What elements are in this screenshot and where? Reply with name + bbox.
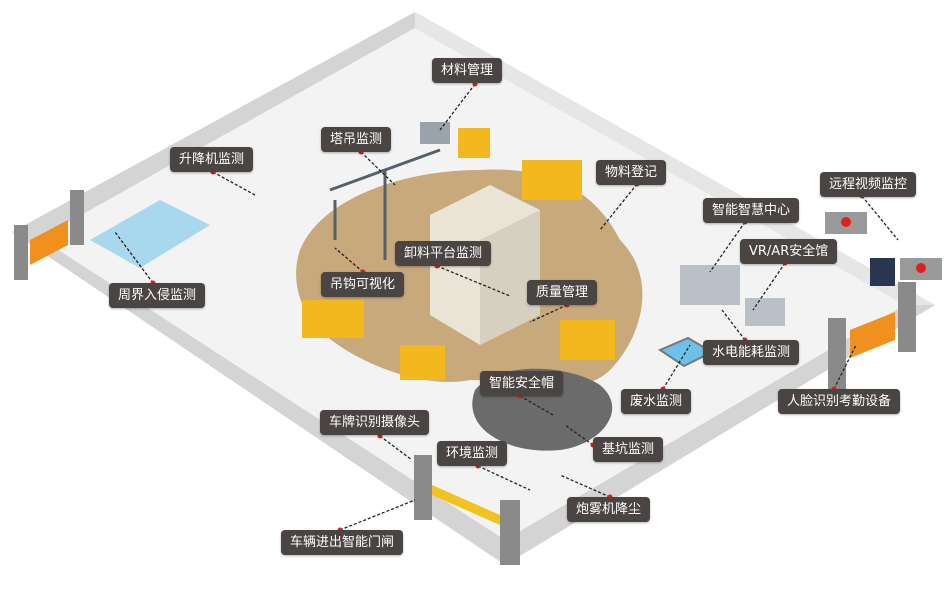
label-hoist-monitoring[interactable]: 升降机监测 [170,147,254,172]
forklift [458,128,490,158]
label-hook-visualization[interactable]: 吊钩可视化 [321,272,405,297]
material-pallet [420,122,450,144]
excavator [560,320,615,360]
mixer-truck [522,160,582,200]
vehicle-gate [414,455,520,565]
label-wastewater-monitoring[interactable]: 废水监测 [621,389,692,414]
label-face-recognition-attendance[interactable]: 人脸识别考勤设备 [778,389,901,414]
label-unloading-platform-monitoring[interactable]: 卸料平台监测 [395,241,492,266]
leader-lines [114,83,899,531]
label-vehicle-smart-gate[interactable]: 车辆进出智能门闸 [281,530,404,555]
label-fog-cannon-dust[interactable]: 炮雾机降尘 [567,497,651,522]
label-remote-video-monitoring[interactable]: 远程视频监控 [820,172,917,197]
label-quality-management[interactable]: 质量管理 [527,280,598,305]
label-perimeter-intrusion[interactable]: 周界入侵监测 [109,283,206,308]
bulldozer [400,345,445,380]
video-monitor-pole [825,212,942,286]
label-environment-monitoring[interactable]: 环境监测 [437,441,508,466]
vr-ar-hall [745,298,785,326]
label-smart-center[interactable]: 智能智慧中心 [703,198,800,223]
perimeter-zone [90,200,210,268]
left-gate [14,190,84,280]
label-foundation-pit-monitoring[interactable]: 基坑监测 [593,437,664,462]
label-tower-crane-monitoring[interactable]: 塔吊监测 [321,127,392,152]
tower-crane [329,148,441,260]
wall-top-edge [415,12,935,305]
label-water-power-monitoring[interactable]: 水电能耗监测 [703,340,800,365]
label-material-registration[interactable]: 物料登记 [596,160,667,185]
label-plate-recognition-camera[interactable]: 车牌识别摄像头 [320,410,430,435]
label-material-management[interactable]: 材料管理 [432,58,503,83]
dump-truck [302,300,364,338]
label-smart-helmet[interactable]: 智能安全帽 [480,371,564,396]
label-vr-ar-safety-hall[interactable]: VR/AR安全馆 [740,239,838,264]
